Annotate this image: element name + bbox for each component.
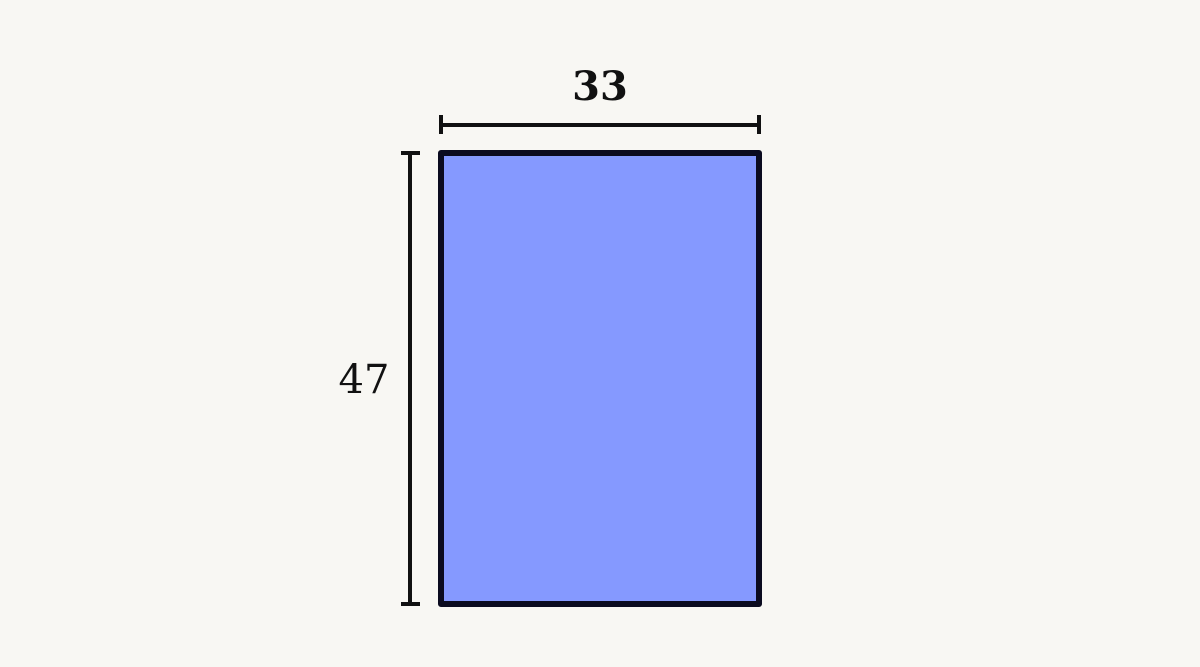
width-dimension: 33 xyxy=(439,63,761,134)
height-dimension: 47 xyxy=(339,151,420,606)
rectangle-shape xyxy=(438,150,762,607)
height-label: 47 xyxy=(339,357,390,403)
width-label: 33 xyxy=(572,63,628,110)
